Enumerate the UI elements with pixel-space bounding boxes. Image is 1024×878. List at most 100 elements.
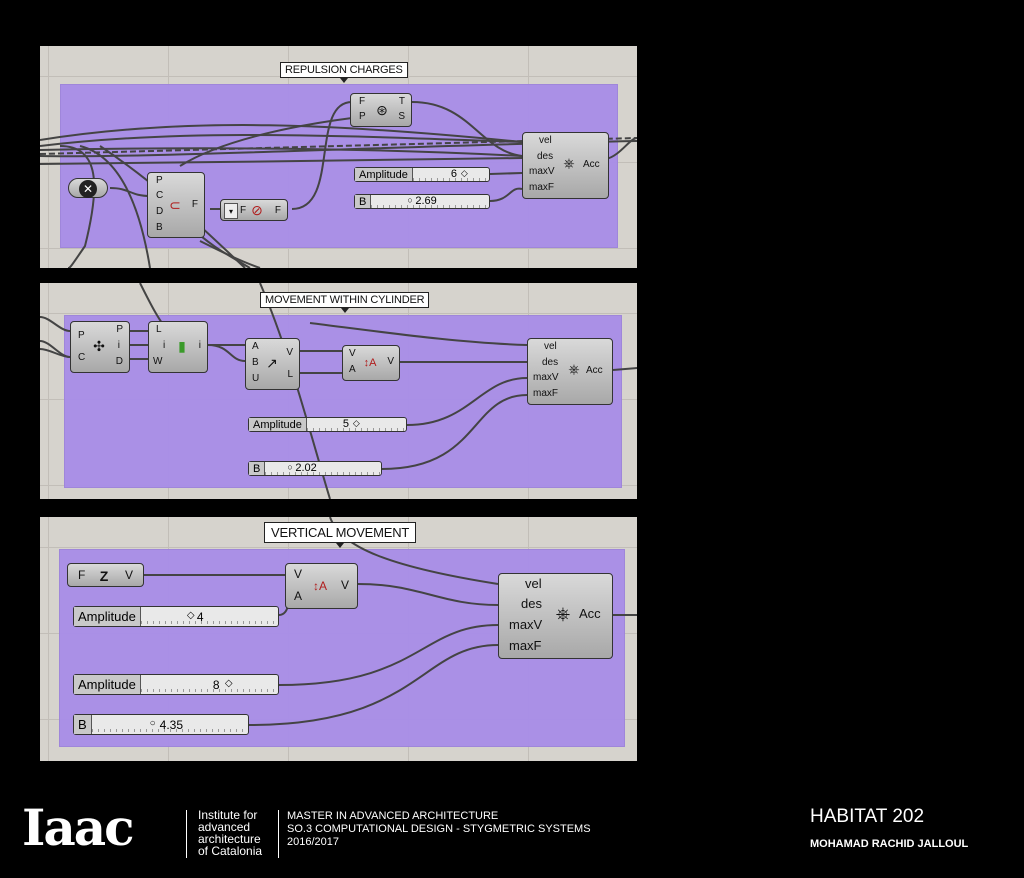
amplitude-node[interactable]: V A ↕A V: [285, 563, 358, 609]
list-item-node[interactable]: L i W ▮ i: [148, 321, 208, 373]
amplitude-slider[interactable]: Amplitude 6 ◇: [354, 167, 490, 182]
output-S[interactable]: S: [398, 111, 405, 122]
output-L[interactable]: L: [287, 369, 293, 380]
unit-z-icon: Z: [99, 568, 109, 584]
output-V[interactable]: V: [387, 356, 394, 367]
slider-track[interactable]: ○ 2.69: [371, 195, 489, 208]
input-vel[interactable]: vel: [525, 576, 542, 591]
group-title: MOVEMENT WITHIN CYLINDER: [260, 292, 430, 313]
input-A[interactable]: A: [294, 589, 303, 603]
slider-track[interactable]: ○ 4.35: [91, 715, 248, 734]
input-P[interactable]: P: [156, 175, 163, 186]
input-C[interactable]: C: [156, 190, 164, 201]
output-acc[interactable]: Acc: [586, 365, 603, 376]
output-V[interactable]: V: [286, 347, 293, 358]
amplitude-slider[interactable]: Amplitude 8 ◇: [73, 674, 279, 695]
input-D[interactable]: D: [156, 206, 164, 217]
output-V[interactable]: V: [124, 568, 133, 582]
input-i[interactable]: i: [163, 340, 166, 351]
slider-value: 4.35: [159, 718, 184, 732]
output-acc[interactable]: Acc: [583, 159, 600, 170]
input-P[interactable]: P: [78, 330, 85, 341]
slider-value: 2.69: [415, 195, 437, 207]
slider-track[interactable]: 8 ◇: [140, 675, 278, 694]
merge-node[interactable]: ▾ F ⊘ F: [220, 199, 288, 221]
input-maxV[interactable]: maxV: [509, 617, 543, 632]
input-vel[interactable]: vel: [539, 135, 552, 146]
slider-track[interactable]: 5 ◇: [306, 418, 406, 431]
input-des[interactable]: des: [542, 357, 559, 368]
input-A[interactable]: A: [349, 364, 356, 375]
program-line: SO.3 COMPUTATIONAL DESIGN - STYGMETRIC S…: [287, 823, 591, 835]
amplitude-slider[interactable]: Amplitude ◇ 4: [73, 606, 279, 627]
vector-2pt-node[interactable]: A B U ↗ V L: [245, 338, 300, 390]
amplitude-node[interactable]: V A ↕A V: [342, 345, 400, 381]
input-V[interactable]: V: [294, 567, 303, 581]
slider-handle[interactable]: ○: [149, 718, 156, 729]
institute-line: architecture: [198, 832, 261, 846]
input-F[interactable]: F: [240, 205, 247, 216]
output-i[interactable]: i: [198, 340, 201, 351]
output-D[interactable]: D: [115, 356, 123, 367]
input-maxF[interactable]: maxF: [509, 638, 542, 653]
closest-point-icon: ✣: [93, 337, 105, 354]
input-L[interactable]: L: [156, 324, 162, 335]
unit-z-node[interactable]: F Z V: [67, 563, 144, 587]
input-maxV[interactable]: maxV: [529, 166, 555, 177]
wires-cylinder: [40, 283, 637, 499]
slider-track[interactable]: ◇ 4: [140, 607, 278, 626]
input-des[interactable]: des: [537, 151, 554, 162]
slider-label: B: [355, 195, 372, 208]
logo-divider: [186, 810, 187, 858]
charge-node[interactable]: P C D B ⊂ F: [147, 172, 205, 238]
input-V[interactable]: V: [349, 348, 356, 359]
slider-handle[interactable]: ◇: [460, 168, 468, 178]
cull-node[interactable]: ✕: [68, 178, 108, 198]
input-maxF[interactable]: maxF: [533, 388, 558, 399]
institute-line: Institute for: [198, 808, 258, 822]
output-F[interactable]: F: [274, 205, 281, 216]
output-F[interactable]: F: [191, 199, 198, 210]
input-B[interactable]: B: [156, 222, 163, 233]
output-T[interactable]: T: [398, 96, 405, 107]
slider-value: 6: [450, 168, 458, 180]
slider-handle[interactable]: ○: [407, 195, 413, 205]
group-title: REPULSION CHARGES: [280, 62, 408, 83]
closest-point-node[interactable]: P C ✣ P i D: [70, 321, 130, 373]
close-icon: ✕: [79, 180, 97, 198]
amplitude-slider[interactable]: Amplitude 5 ◇: [248, 417, 407, 432]
input-F[interactable]: F: [78, 568, 86, 582]
output-V[interactable]: V: [340, 578, 349, 592]
slider-label: B: [74, 715, 92, 734]
input-C[interactable]: C: [78, 352, 86, 363]
input-des[interactable]: des: [521, 596, 542, 611]
acceleration-solver-node[interactable]: vel des maxV maxF ⎈ Acc: [522, 132, 609, 199]
input-W[interactable]: W: [153, 356, 163, 367]
b-slider[interactable]: B ○ 2.69: [354, 194, 490, 209]
input-U[interactable]: U: [252, 373, 260, 384]
slider-track[interactable]: 6 ◇: [412, 168, 489, 181]
vector-icon: ↗: [266, 354, 278, 371]
output-i[interactable]: i: [117, 340, 120, 351]
input-B[interactable]: B: [252, 357, 259, 368]
input-A[interactable]: A: [252, 341, 259, 352]
slider-handle[interactable]: ◇: [352, 418, 360, 428]
output-acc[interactable]: Acc: [579, 606, 601, 621]
input-F[interactable]: F: [359, 96, 366, 107]
slider-label: Amplitude: [355, 168, 413, 181]
acceleration-solver-node[interactable]: vel des maxV maxF ⎈ Acc: [498, 573, 613, 659]
field-evaluate-node[interactable]: F P ⊛ T S: [350, 93, 412, 127]
output-P[interactable]: P: [116, 324, 123, 335]
b-slider[interactable]: B ○ 4.35: [73, 714, 249, 735]
acceleration-solver-node[interactable]: vel des maxV maxF ⎈ Acc: [527, 338, 613, 405]
input-P[interactable]: P: [359, 111, 366, 122]
input-maxV[interactable]: maxV: [533, 372, 559, 383]
input-maxF[interactable]: maxF: [529, 182, 554, 193]
slider-handle[interactable]: ◇: [186, 610, 195, 621]
slider-handle[interactable]: ◇: [224, 678, 233, 689]
slider-handle[interactable]: ○: [287, 462, 293, 472]
b-slider[interactable]: B ○ 2.02: [248, 461, 382, 476]
input-vel[interactable]: vel: [544, 341, 557, 352]
wires-repulsion: [40, 101, 637, 268]
slider-track[interactable]: ○ 2.02: [265, 462, 381, 475]
